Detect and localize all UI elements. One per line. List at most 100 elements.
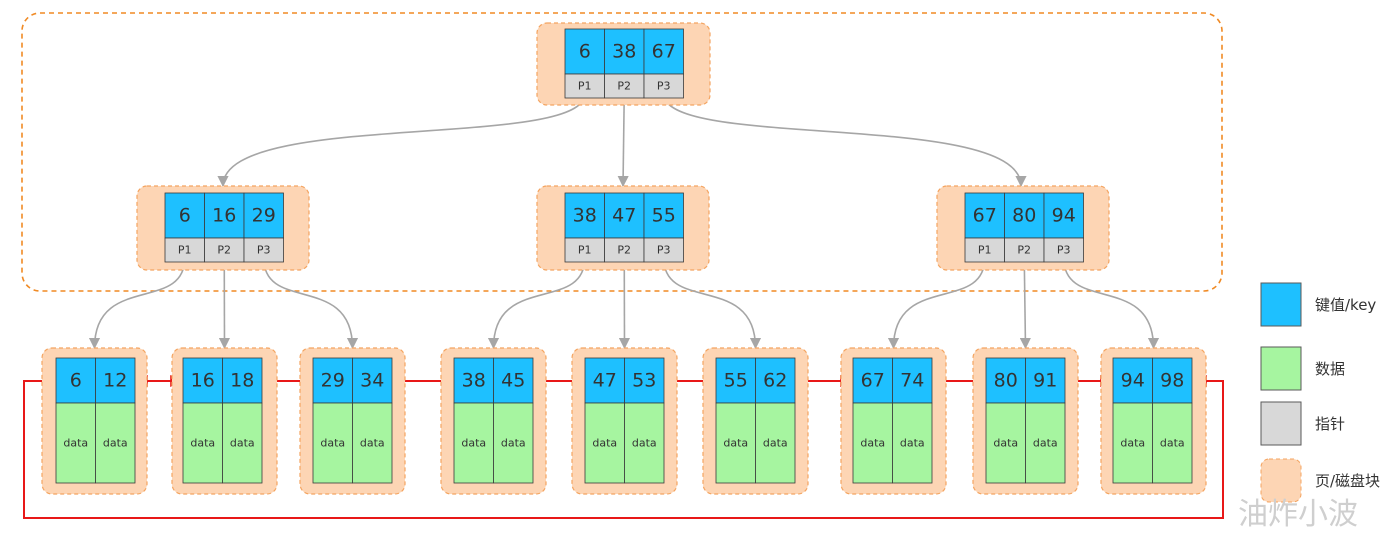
leaf-node-8-key-cell xyxy=(1025,357,1066,404)
legend-swatch-page xyxy=(1260,458,1302,503)
leaf-node-7-key-label: 67 xyxy=(861,370,885,392)
internal-node-3-pointer-label: P2 xyxy=(1017,244,1031,257)
leaf-node-6-key-cell xyxy=(715,357,756,404)
internal-node-1-key-label: 6 xyxy=(179,205,191,227)
leaf-node-9-data-label: data xyxy=(1160,437,1185,450)
internal-node-3-key-cell xyxy=(1043,192,1084,239)
root-node-pointer-label: P3 xyxy=(657,80,671,93)
internal-node-2-pointer-cell xyxy=(604,237,645,263)
leaf-node-4-data-cell xyxy=(453,402,494,484)
leaf-node-3-data-cell xyxy=(352,402,393,484)
legend-swatch-pointer xyxy=(1260,401,1302,446)
root-node-key-label: 67 xyxy=(652,41,676,63)
leaf-node-6-key-label: 55 xyxy=(724,370,748,392)
leaf-node-6-data-label: data xyxy=(723,437,748,450)
root-node-key-cell xyxy=(643,28,684,75)
leaf-node-3-data-label: data xyxy=(360,437,385,450)
leaf-node-7-key-cell xyxy=(852,357,893,404)
leaf-node-7-key-cell xyxy=(892,357,933,404)
leaf-node-1-key-label: 6 xyxy=(70,370,82,392)
internal-node-3-key-label: 80 xyxy=(1012,205,1036,227)
leaf-node-2-key-cell xyxy=(222,357,263,404)
non-leaf-region xyxy=(21,12,1223,292)
legend-label-key: 键值/key xyxy=(1315,296,1376,314)
legend-label-pointer: 指针 xyxy=(1315,415,1345,433)
root-node-pointer-label: P2 xyxy=(617,80,631,93)
leaf-node-1-data-label: data xyxy=(63,437,88,450)
internal-node-3-key-cell xyxy=(964,192,1005,239)
leaf-node-3-key-label: 34 xyxy=(360,370,384,392)
leaf-node-7-data-label: data xyxy=(900,437,925,450)
root-node-pointer-label: P1 xyxy=(578,80,592,93)
leaf-node-8-data-cell xyxy=(985,402,1026,484)
root-node-pointer-cell xyxy=(564,73,605,99)
internal-node-2-pointer-cell xyxy=(564,237,605,263)
internal-node-3-key-cell xyxy=(1004,192,1045,239)
leaf-node-2-data-label: data xyxy=(190,437,215,450)
internal-node-2-pointer-cell xyxy=(643,237,684,263)
leaf-node-9-data-label: data xyxy=(1120,437,1145,450)
internal-node-3-pointer-label: P3 xyxy=(1057,244,1071,257)
root-node-pointer-cell xyxy=(643,73,684,99)
leaf-node-9-key-cell xyxy=(1112,357,1153,404)
leaf-node-9-key-label: 94 xyxy=(1121,370,1145,392)
leaf-node-4-data-label: data xyxy=(461,437,486,450)
leaf-node-6-data-cell xyxy=(755,402,796,484)
leaf-node-4-key-cell xyxy=(453,357,494,404)
internal-node-1-pointer-label: P2 xyxy=(217,244,231,257)
leaf-node-2-data-cell xyxy=(222,402,263,484)
internal-node-3-key-label: 67 xyxy=(973,205,997,227)
legend-swatch-data xyxy=(1260,346,1302,391)
leaf-node-5-data-label: data xyxy=(592,437,617,450)
root-pointer-arrow xyxy=(617,93,629,188)
leaf-node-8-key-label: 91 xyxy=(1033,370,1057,392)
leaf-node-8-data-label: data xyxy=(1033,437,1058,450)
leaf-node-9-key-label: 98 xyxy=(1160,370,1184,392)
leaf-node-4-key-label: 45 xyxy=(501,370,525,392)
leaf-node-6-data-label: data xyxy=(763,437,788,450)
root-pointer-arrow xyxy=(217,93,586,188)
root-pointer-arrow xyxy=(662,93,1027,188)
leaf-node-4-data-cell xyxy=(493,402,534,484)
leaf-node-2-key-cell xyxy=(182,357,223,404)
leaf-node-6-key-cell xyxy=(755,357,796,404)
internal-node-3-pointer-cell xyxy=(1004,237,1045,263)
root-node-key-cell xyxy=(604,28,645,75)
leaf-node-4-data-label: data xyxy=(501,437,526,450)
internal-node-3-pointer-cell xyxy=(964,237,1005,263)
internal-node-1-key-label: 29 xyxy=(252,205,276,227)
internal-node-3-pointer-cell xyxy=(1043,237,1084,263)
legend-label-page: 页/磁盘块 xyxy=(1315,472,1380,490)
leaf-node-5-key-label: 53 xyxy=(632,370,656,392)
root-node-key-label: 6 xyxy=(579,41,591,63)
leaf-node-5-data-label: data xyxy=(632,437,657,450)
leaf-node-3-data-label: data xyxy=(320,437,345,450)
internal-node-1-key-label: 16 xyxy=(212,205,236,227)
internal-node-2-key-label: 47 xyxy=(612,205,636,227)
leaf-node-3-key-label: 29 xyxy=(321,370,345,392)
watermark: 油炸小波 xyxy=(1238,497,1358,532)
leaf-node-8-key-label: 80 xyxy=(994,370,1018,392)
internal-node-3-key-label: 94 xyxy=(1052,205,1076,227)
leaf-node-8-data-label: data xyxy=(993,437,1018,450)
leaf-node-1-data-cell xyxy=(95,402,136,484)
internal-pointer-arrow xyxy=(1062,257,1160,350)
leaf-node-9-data-cell xyxy=(1152,402,1193,484)
root-node-key-label: 38 xyxy=(612,41,636,63)
leaf-node-5-data-cell xyxy=(584,402,625,484)
internal-node-2-key-cell xyxy=(604,192,645,239)
leaf-node-1-data-label: data xyxy=(103,437,128,450)
leaf-node-7-data-cell xyxy=(892,402,933,484)
internal-pointer-arrow xyxy=(887,257,986,350)
leaf-node-6-key-label: 62 xyxy=(763,370,787,392)
internal-pointer-arrow xyxy=(1019,257,1031,350)
internal-node-2-pointer-label: P3 xyxy=(657,244,671,257)
leaf-node-5-key-label: 47 xyxy=(593,370,617,392)
internal-node-1-pointer-cell xyxy=(243,237,284,263)
leaf-node-3-key-cell xyxy=(352,357,393,404)
internal-node-2-key-label: 55 xyxy=(652,205,676,227)
legend-swatch-key xyxy=(1260,282,1302,327)
